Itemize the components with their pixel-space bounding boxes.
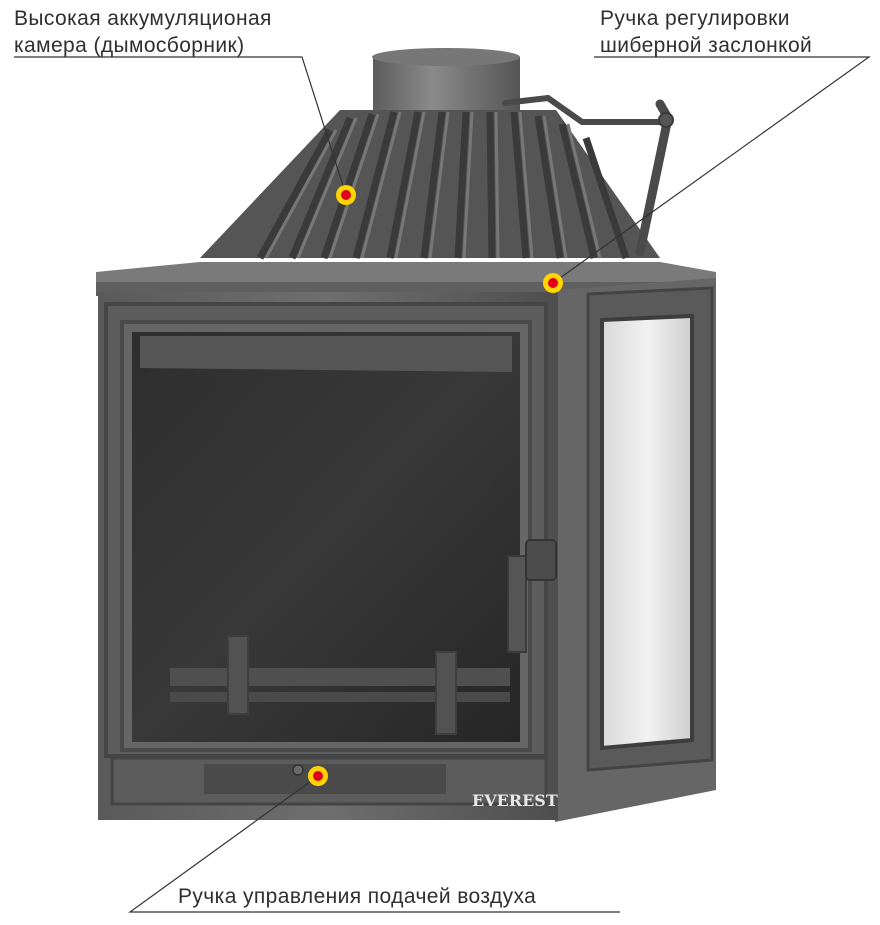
- leader-line-chamber: [14, 56, 347, 196]
- callout-text-line: Ручка управления подачей воздуха: [178, 885, 537, 908]
- leader-line-damper: [552, 56, 871, 284]
- side-glass-window: [600, 313, 694, 751]
- leader-lines: [14, 56, 871, 913]
- callout-text-line: Ручка регулировки: [600, 7, 790, 30]
- marker-damper: [543, 273, 563, 293]
- marker-air: [308, 766, 328, 786]
- door-handle: [507, 539, 557, 653]
- glass-reflection: [140, 336, 512, 372]
- damper-handle: [502, 94, 674, 257]
- callout-text-line: камера (дымосборник): [14, 34, 245, 57]
- callout-label-accumulation-chamber: Высокая аккумуляционая камера (дымосборн…: [14, 5, 272, 59]
- flue-pipe: [372, 48, 520, 117]
- callout-label-damper-handle: Ручка регулировки шиберной заслонкой: [600, 5, 812, 59]
- callout-text-line: Высокая аккумуляционая: [14, 7, 272, 30]
- callout-label-air-control: Ручка управления подачей воздуха: [178, 883, 536, 910]
- brand-logo: EVEREST: [472, 791, 558, 810]
- leader-line-air: [128, 775, 620, 913]
- fire-grate: [170, 635, 510, 735]
- smoke-collector-hood: [200, 110, 660, 260]
- marker-chamber: [336, 185, 356, 205]
- callout-text-line: шиберной заслонкой: [600, 34, 813, 57]
- air-control-knob: [292, 764, 304, 776]
